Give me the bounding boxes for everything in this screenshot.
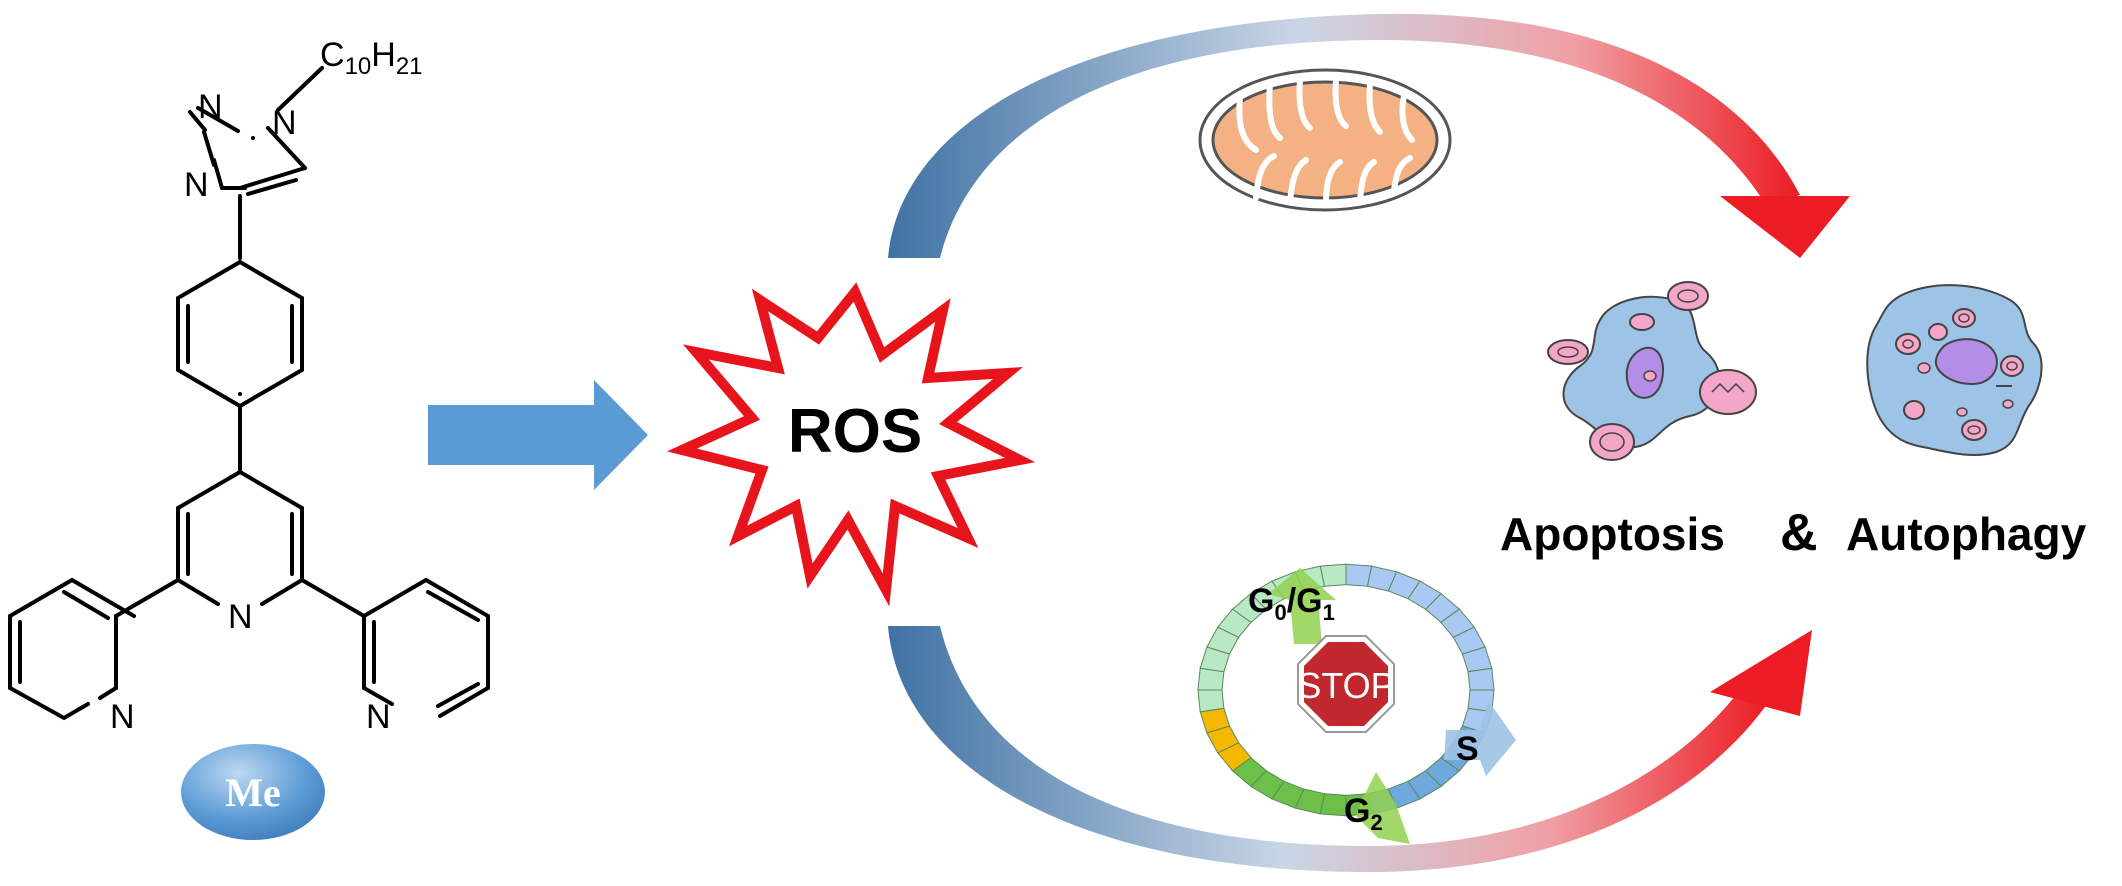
- cell-cycle-arrest: STOP G0/G1 S G2: [1197, 563, 1516, 844]
- lower-curved-arrow: [888, 626, 1812, 873]
- cell-cycle-segment: [1467, 667, 1495, 691]
- cell-cycle-segment: [1197, 689, 1225, 713]
- s-phase-label: S: [1456, 730, 1479, 768]
- left-pyridine-ring: [8, 577, 136, 721]
- terpyridine-molecule: [8, 66, 490, 721]
- central-pyridine-ring: [176, 470, 304, 606]
- central-pyridine-n-label: N: [228, 598, 253, 636]
- triazole-n1-label: N: [272, 104, 297, 142]
- triazole-ring: [188, 66, 324, 196]
- mitochondrion: [1198, 68, 1452, 212]
- right-pyridine-n-label: N: [366, 698, 391, 736]
- ros-burst: ROS: [666, 282, 1036, 607]
- s-phase-arrow: [1444, 700, 1516, 776]
- triazole-n2-label: N: [198, 88, 223, 126]
- atom-labels: C10H21 N N N N N N: [110, 36, 423, 736]
- triazole-n3-label: N: [184, 166, 209, 204]
- g2-label: G2: [1344, 792, 1383, 835]
- decyl-carbon-label: C10H21: [320, 36, 423, 80]
- process-arrow: [428, 380, 648, 490]
- g2-phase-arrow: [1356, 772, 1410, 844]
- autophagy-label: Autophagy: [1846, 508, 2087, 560]
- left-pyridine-n-label: N: [110, 698, 135, 736]
- g0g1-phase-arrow: [1268, 568, 1336, 644]
- cell-cycle-segment: [1319, 563, 1347, 587]
- ampersand-label: &: [1780, 504, 1818, 562]
- outcome-label: Apoptosis & Autophagy: [1500, 504, 2087, 562]
- apoptosis-label: Apoptosis: [1500, 508, 1725, 560]
- stop-label: STOP: [1297, 665, 1394, 706]
- upper-curved-arrow: [888, 13, 1850, 258]
- metal-badge: Me: [181, 744, 325, 840]
- apoptotic-cell: [1547, 281, 1757, 461]
- right-pyridine-ring: [362, 577, 490, 718]
- ros-label: ROS: [788, 397, 922, 466]
- stop-sign: STOP: [1297, 635, 1395, 733]
- autophagic-cell: [1866, 284, 2043, 456]
- phenyl-ring: [176, 259, 304, 409]
- metal-badge-label: Me: [225, 770, 281, 815]
- g0g1-label: G0/G1: [1248, 582, 1335, 625]
